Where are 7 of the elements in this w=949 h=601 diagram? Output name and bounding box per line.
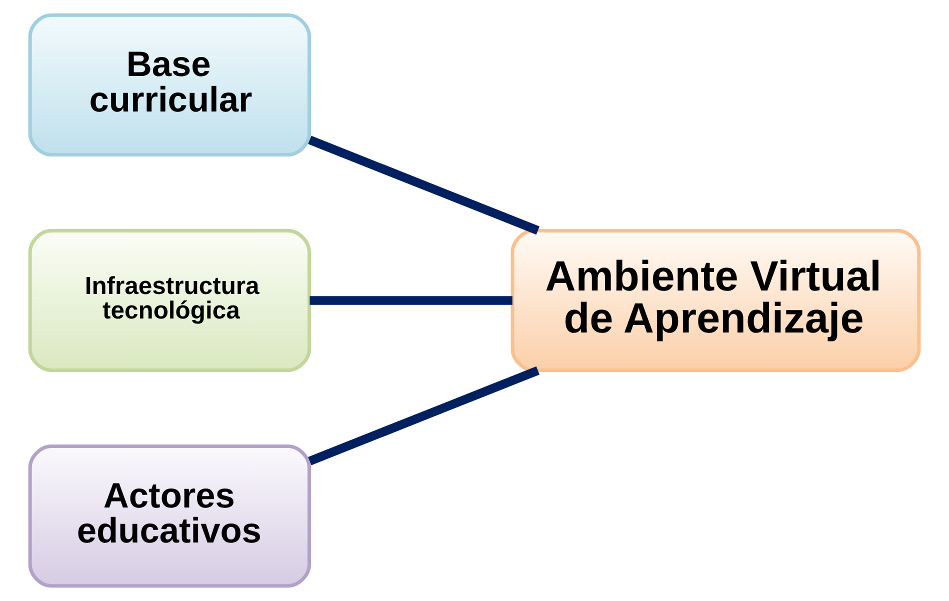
connector xyxy=(308,136,540,235)
connector xyxy=(310,296,512,305)
node-box: Ambiente Virtual de Aprendizaje xyxy=(510,228,921,372)
node-box: Actores educativos xyxy=(28,444,312,588)
node-box: Base curricular xyxy=(28,13,312,156)
connector xyxy=(308,366,540,466)
node-box: Infraestructura tecnológica xyxy=(28,228,312,372)
